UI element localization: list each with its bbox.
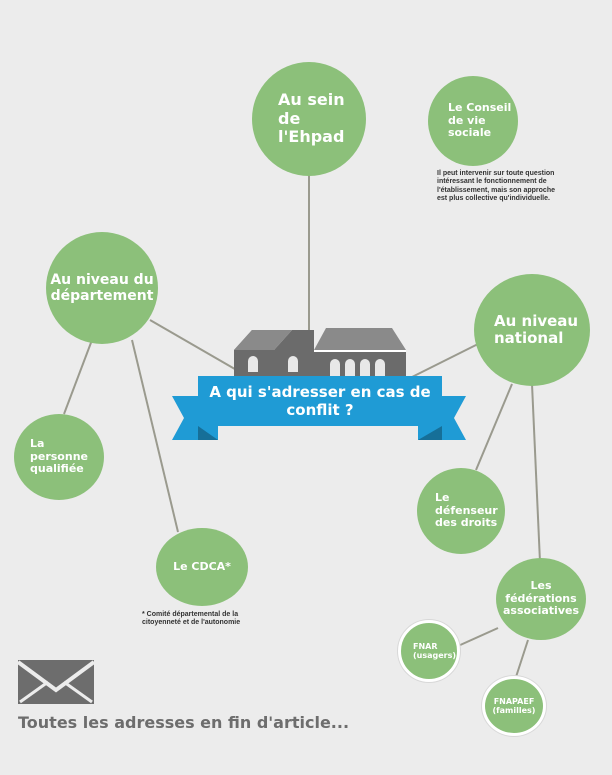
node-conseil-vie-sociale: Le Conseil de vie sociale xyxy=(428,76,518,166)
node-ehpad-label: Au sein de l'Ehpad xyxy=(278,90,345,147)
connector-departement xyxy=(149,319,241,373)
node-conseil-label: Le Conseil de vie sociale xyxy=(448,101,512,140)
node-cdca-label: Le CDCA* xyxy=(173,559,231,573)
node-federations-label: Les fédérations associatives xyxy=(503,579,579,618)
node-departement-label: Au niveau du département xyxy=(50,271,154,304)
conseil-note: Il peut intervenir sur toute question in… xyxy=(437,170,555,203)
envelope-icon xyxy=(16,660,96,704)
node-ehpad: Au sein de l'Ehpad xyxy=(252,62,366,176)
connector-personne xyxy=(63,339,93,415)
node-federations: Les fédérations associatives xyxy=(496,558,586,640)
node-cdca: Le CDCA* xyxy=(156,528,248,606)
connector-lines xyxy=(63,170,541,681)
title-banner xyxy=(172,376,466,440)
node-personne-qualifiee: La personne qualifiée xyxy=(14,414,104,500)
connector-federations xyxy=(531,383,541,563)
footer-note: Toutes les adresses en fin d'article... xyxy=(18,713,350,732)
connector-national xyxy=(409,343,479,379)
node-fnapaef-label: FNAPAEF (familles) xyxy=(492,696,536,715)
connector-fnar xyxy=(457,627,499,647)
node-national-label: Au niveau national xyxy=(494,311,579,347)
node-personne-label: La personne qualifiée xyxy=(30,437,88,476)
cdca-note: * Comité départemental de la citoyenneté… xyxy=(142,611,241,627)
node-fnar-label: FNAR (usagers) xyxy=(413,641,457,660)
node-defenseur-label: Le défenseur des droits xyxy=(435,491,498,530)
connector-fnapaef xyxy=(514,639,529,681)
node-fnar: FNAR (usagers) xyxy=(398,620,460,682)
diagram-title: A qui s'adresser en cas de conflit ? xyxy=(209,383,431,419)
node-fnapaef: FNAPAEF (familles) xyxy=(482,676,546,736)
node-defenseur-droits: Le défenseur des droits xyxy=(417,468,505,554)
connector-defenseur xyxy=(475,383,513,471)
node-departement: Au niveau du département xyxy=(46,232,158,344)
connector-cdca xyxy=(131,339,179,533)
node-national: Au niveau national xyxy=(474,274,590,386)
